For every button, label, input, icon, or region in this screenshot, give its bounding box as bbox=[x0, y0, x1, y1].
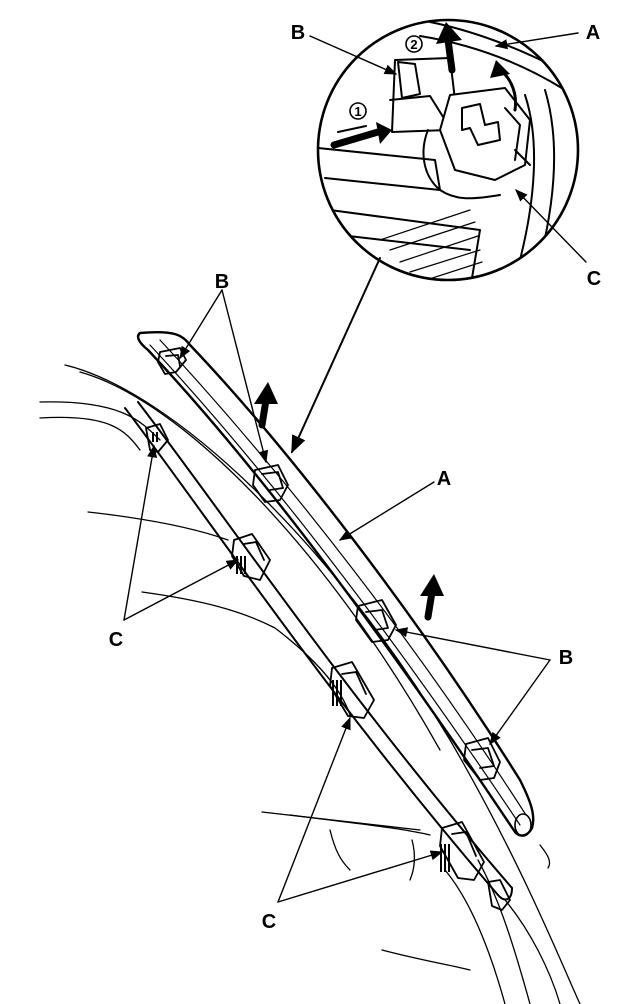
callout-c-bottom: C bbox=[262, 911, 276, 933]
callout-b-top: B bbox=[215, 271, 229, 293]
callout-b-right: B bbox=[559, 647, 573, 669]
step-1-number: 1 bbox=[354, 104, 361, 119]
lift-arrow-2 bbox=[420, 574, 444, 621]
clip-b-1 bbox=[157, 347, 187, 375]
detail-magnifier: 1 2 bbox=[316, 18, 580, 282]
clip-c-2 bbox=[231, 533, 271, 581]
callout-c-detail: C bbox=[587, 268, 601, 290]
step-2-number: 2 bbox=[410, 37, 417, 52]
detail-pointer-arrow bbox=[291, 257, 381, 454]
clip-b-4 bbox=[463, 737, 501, 781]
lower-retainer-strip bbox=[124, 401, 513, 901]
body-contour-lines bbox=[39, 364, 581, 1004]
callout-c-left: C bbox=[109, 629, 123, 651]
molding-a bbox=[136, 331, 535, 837]
clip-c-3 bbox=[329, 661, 375, 719]
clip-b-2 bbox=[252, 464, 289, 503]
clip-b-3 bbox=[355, 599, 397, 643]
callout-a-detail: A bbox=[586, 22, 600, 44]
callout-a-part: A bbox=[437, 468, 451, 490]
callout-b-detail: B bbox=[291, 22, 305, 44]
strip-end-cap bbox=[487, 879, 511, 911]
leader-lines bbox=[123, 32, 587, 903]
lift-arrow-1 bbox=[254, 382, 278, 429]
